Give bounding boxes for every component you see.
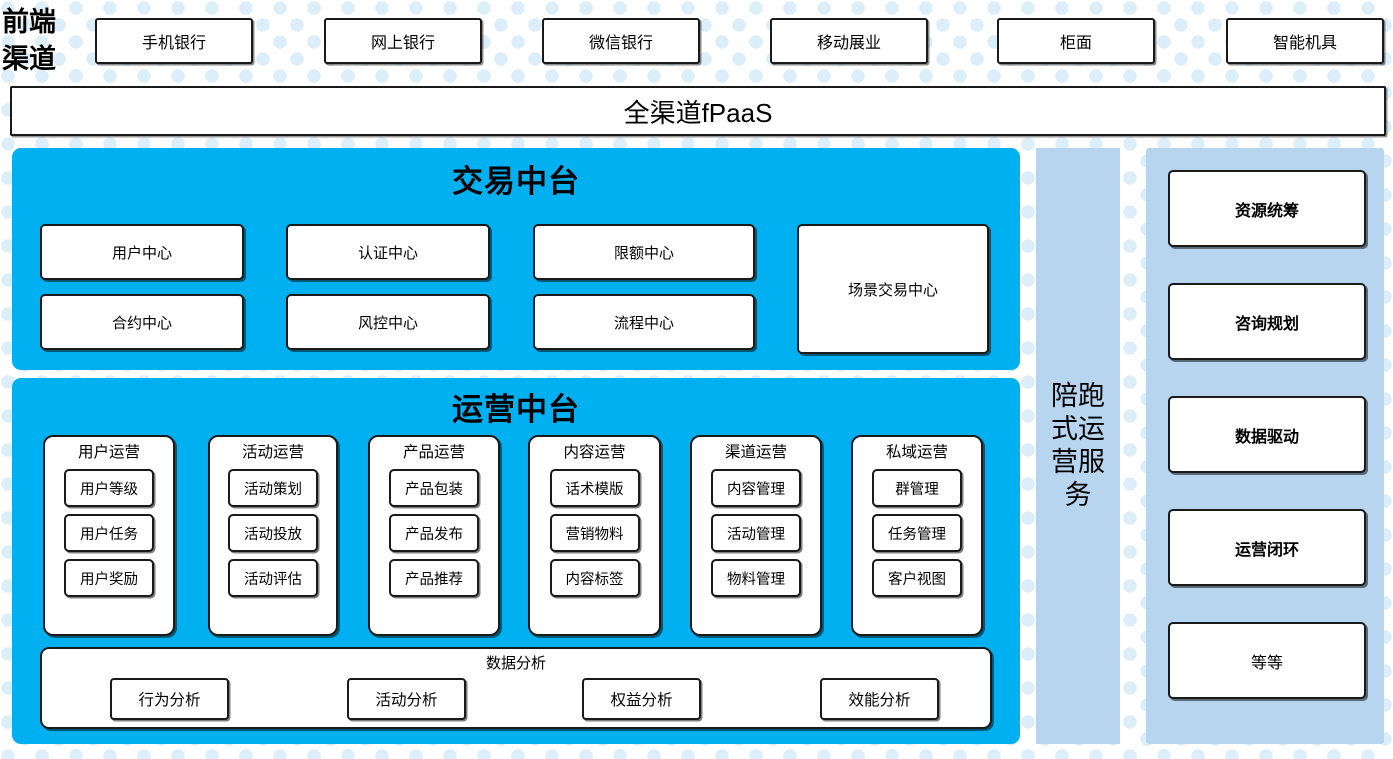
ops-item[interactable]: 群管理	[872, 469, 962, 507]
trade-center-card-label: 限额中心	[613, 244, 674, 262]
ops-column-title: 用户运营	[77, 444, 140, 461]
channel-box-1[interactable]: 手机银行	[95, 18, 253, 64]
trade-center-card-4[interactable]: 场景交易中心	[797, 224, 989, 354]
ops-item[interactable]: 客户视图	[872, 559, 962, 597]
channel-box-label: 网上银行	[370, 35, 435, 52]
sidebar-card-label: 运营闭环	[1234, 541, 1299, 559]
sidebar-card-5[interactable]: 等等	[1168, 622, 1366, 699]
trade-center-card-1[interactable]: 用户中心	[40, 224, 244, 280]
sidebar-card-label: 咨询规划	[1234, 315, 1299, 333]
ops-item[interactable]: 产品发布	[389, 514, 479, 552]
trade-center-card-label: 风控中心	[357, 314, 418, 332]
ops-item[interactable]: 营销物料	[549, 514, 640, 552]
sidebar-card-label: 资源统筹	[1234, 202, 1299, 220]
trade-center-card-label: 场景交易中心	[847, 281, 938, 299]
sidebar-card-label: 等等	[1250, 654, 1283, 672]
trade-center-card-3[interactable]: 限额中心	[533, 224, 755, 280]
data-analysis-item-4[interactable]: 效能分析	[820, 678, 939, 720]
trade-center-card-6[interactable]: 风控中心	[286, 294, 490, 350]
trade-center-card-label: 流程中心	[613, 314, 674, 332]
ops-item[interactable]: 产品推荐	[389, 559, 479, 597]
front-channel-label-line-1: 前端	[2, 7, 56, 37]
ops-item[interactable]: 内容管理	[711, 469, 801, 507]
ops-item[interactable]: 活动管理	[711, 514, 801, 552]
capability-sidebar: 资源统筹咨询规划数据驱动运营闭环等等	[1146, 148, 1384, 744]
sidebar-card-3[interactable]: 数据驱动	[1168, 396, 1366, 473]
channel-box-3[interactable]: 微信银行	[542, 18, 700, 64]
data-analysis-item-label: 权益分析	[610, 692, 673, 709]
ops-item[interactable]: 活动策划	[228, 469, 318, 507]
sidebar-card-2[interactable]: 咨询规划	[1168, 283, 1366, 360]
ops-item[interactable]: 用户任务	[64, 514, 154, 552]
ops-column-title: 渠道运营	[724, 444, 787, 461]
data-analysis-group: 数据分析 行为分析 活动分析 权益分析 效能分析	[40, 647, 992, 729]
ops-item[interactable]: 物料管理	[711, 559, 801, 597]
data-analysis-item-2[interactable]: 活动分析	[347, 678, 466, 720]
data-analysis-item-label: 行为分析	[138, 692, 201, 709]
ops-column-6: 私域运营群管理任务管理客户视图	[851, 435, 983, 636]
ops-item[interactable]: 活动评估	[228, 559, 318, 597]
ops-item[interactable]: 话术模版	[549, 469, 640, 507]
ops-item[interactable]: 用户奖励	[64, 559, 154, 597]
trade-center-card-5[interactable]: 合约中心	[40, 294, 244, 350]
ops-column-2: 活动运营活动策划活动投放活动评估	[208, 435, 338, 636]
channel-box-label: 柜面	[1059, 35, 1092, 52]
data-analysis-item-3[interactable]: 权益分析	[582, 678, 701, 720]
data-analysis-title: 数据分析	[485, 655, 546, 672]
ops-column-title: 内容运营	[563, 444, 626, 461]
data-analysis-item-label: 效能分析	[848, 692, 911, 709]
accompanying-operation-service-column: 陪跑式运营服务	[1036, 148, 1120, 744]
trade-center-card-label: 认证中心	[357, 244, 418, 262]
channel-box-4[interactable]: 移动展业	[770, 18, 928, 64]
accompanying-operation-service-label: 陪跑式运营服务	[1051, 381, 1105, 510]
data-analysis-item-label: 活动分析	[375, 692, 438, 709]
ops-item[interactable]: 用户等级	[64, 469, 154, 507]
trade-center-card-7[interactable]: 流程中心	[533, 294, 755, 350]
trade-center-card-2[interactable]: 认证中心	[286, 224, 490, 280]
trade-center-card-label: 合约中心	[111, 314, 172, 332]
ops-item[interactable]: 内容标签	[549, 559, 640, 597]
ops-column-title: 活动运营	[241, 444, 304, 461]
ops-column-5: 渠道运营内容管理活动管理物料管理	[690, 435, 822, 636]
ops-item[interactable]: 产品包装	[389, 469, 479, 507]
channel-box-label: 手机银行	[141, 35, 206, 52]
trade-center-card-label: 用户中心	[111, 244, 172, 262]
trade-middle-platform-title: 交易中台	[452, 164, 580, 199]
front-channel-label: 前端 渠道	[2, 2, 86, 80]
sidebar-card-1[interactable]: 资源统筹	[1168, 170, 1366, 247]
ops-column-title: 私域运营	[885, 444, 948, 461]
channel-box-label: 微信银行	[588, 35, 653, 52]
ops-item[interactable]: 任务管理	[872, 514, 962, 552]
channel-box-label: 智能机具	[1272, 35, 1337, 52]
sidebar-card-4[interactable]: 运营闭环	[1168, 509, 1366, 586]
omnichannel-fpaas-label: 全渠道fPaaS	[623, 97, 773, 128]
ops-column-1: 用户运营用户等级用户任务用户奖励	[43, 435, 175, 636]
ops-item[interactable]: 活动投放	[228, 514, 318, 552]
ops-column-title: 产品运营	[402, 444, 465, 461]
channel-box-5[interactable]: 柜面	[997, 18, 1155, 64]
operations-middle-platform-title: 运营中台	[452, 392, 580, 427]
ops-column-4: 内容运营话术模版营销物料内容标签	[528, 435, 661, 636]
data-analysis-item-1[interactable]: 行为分析	[110, 678, 229, 720]
channel-box-2[interactable]: 网上银行	[324, 18, 482, 64]
front-channel-label-line-2: 渠道	[2, 44, 56, 74]
ops-column-3: 产品运营产品包装产品发布产品推荐	[368, 435, 500, 636]
omnichannel-fpaas-bar[interactable]: 全渠道fPaaS	[10, 86, 1386, 136]
channel-box-label: 移动展业	[816, 35, 881, 52]
channel-box-6[interactable]: 智能机具	[1226, 18, 1384, 64]
sidebar-card-label: 数据驱动	[1234, 428, 1299, 446]
